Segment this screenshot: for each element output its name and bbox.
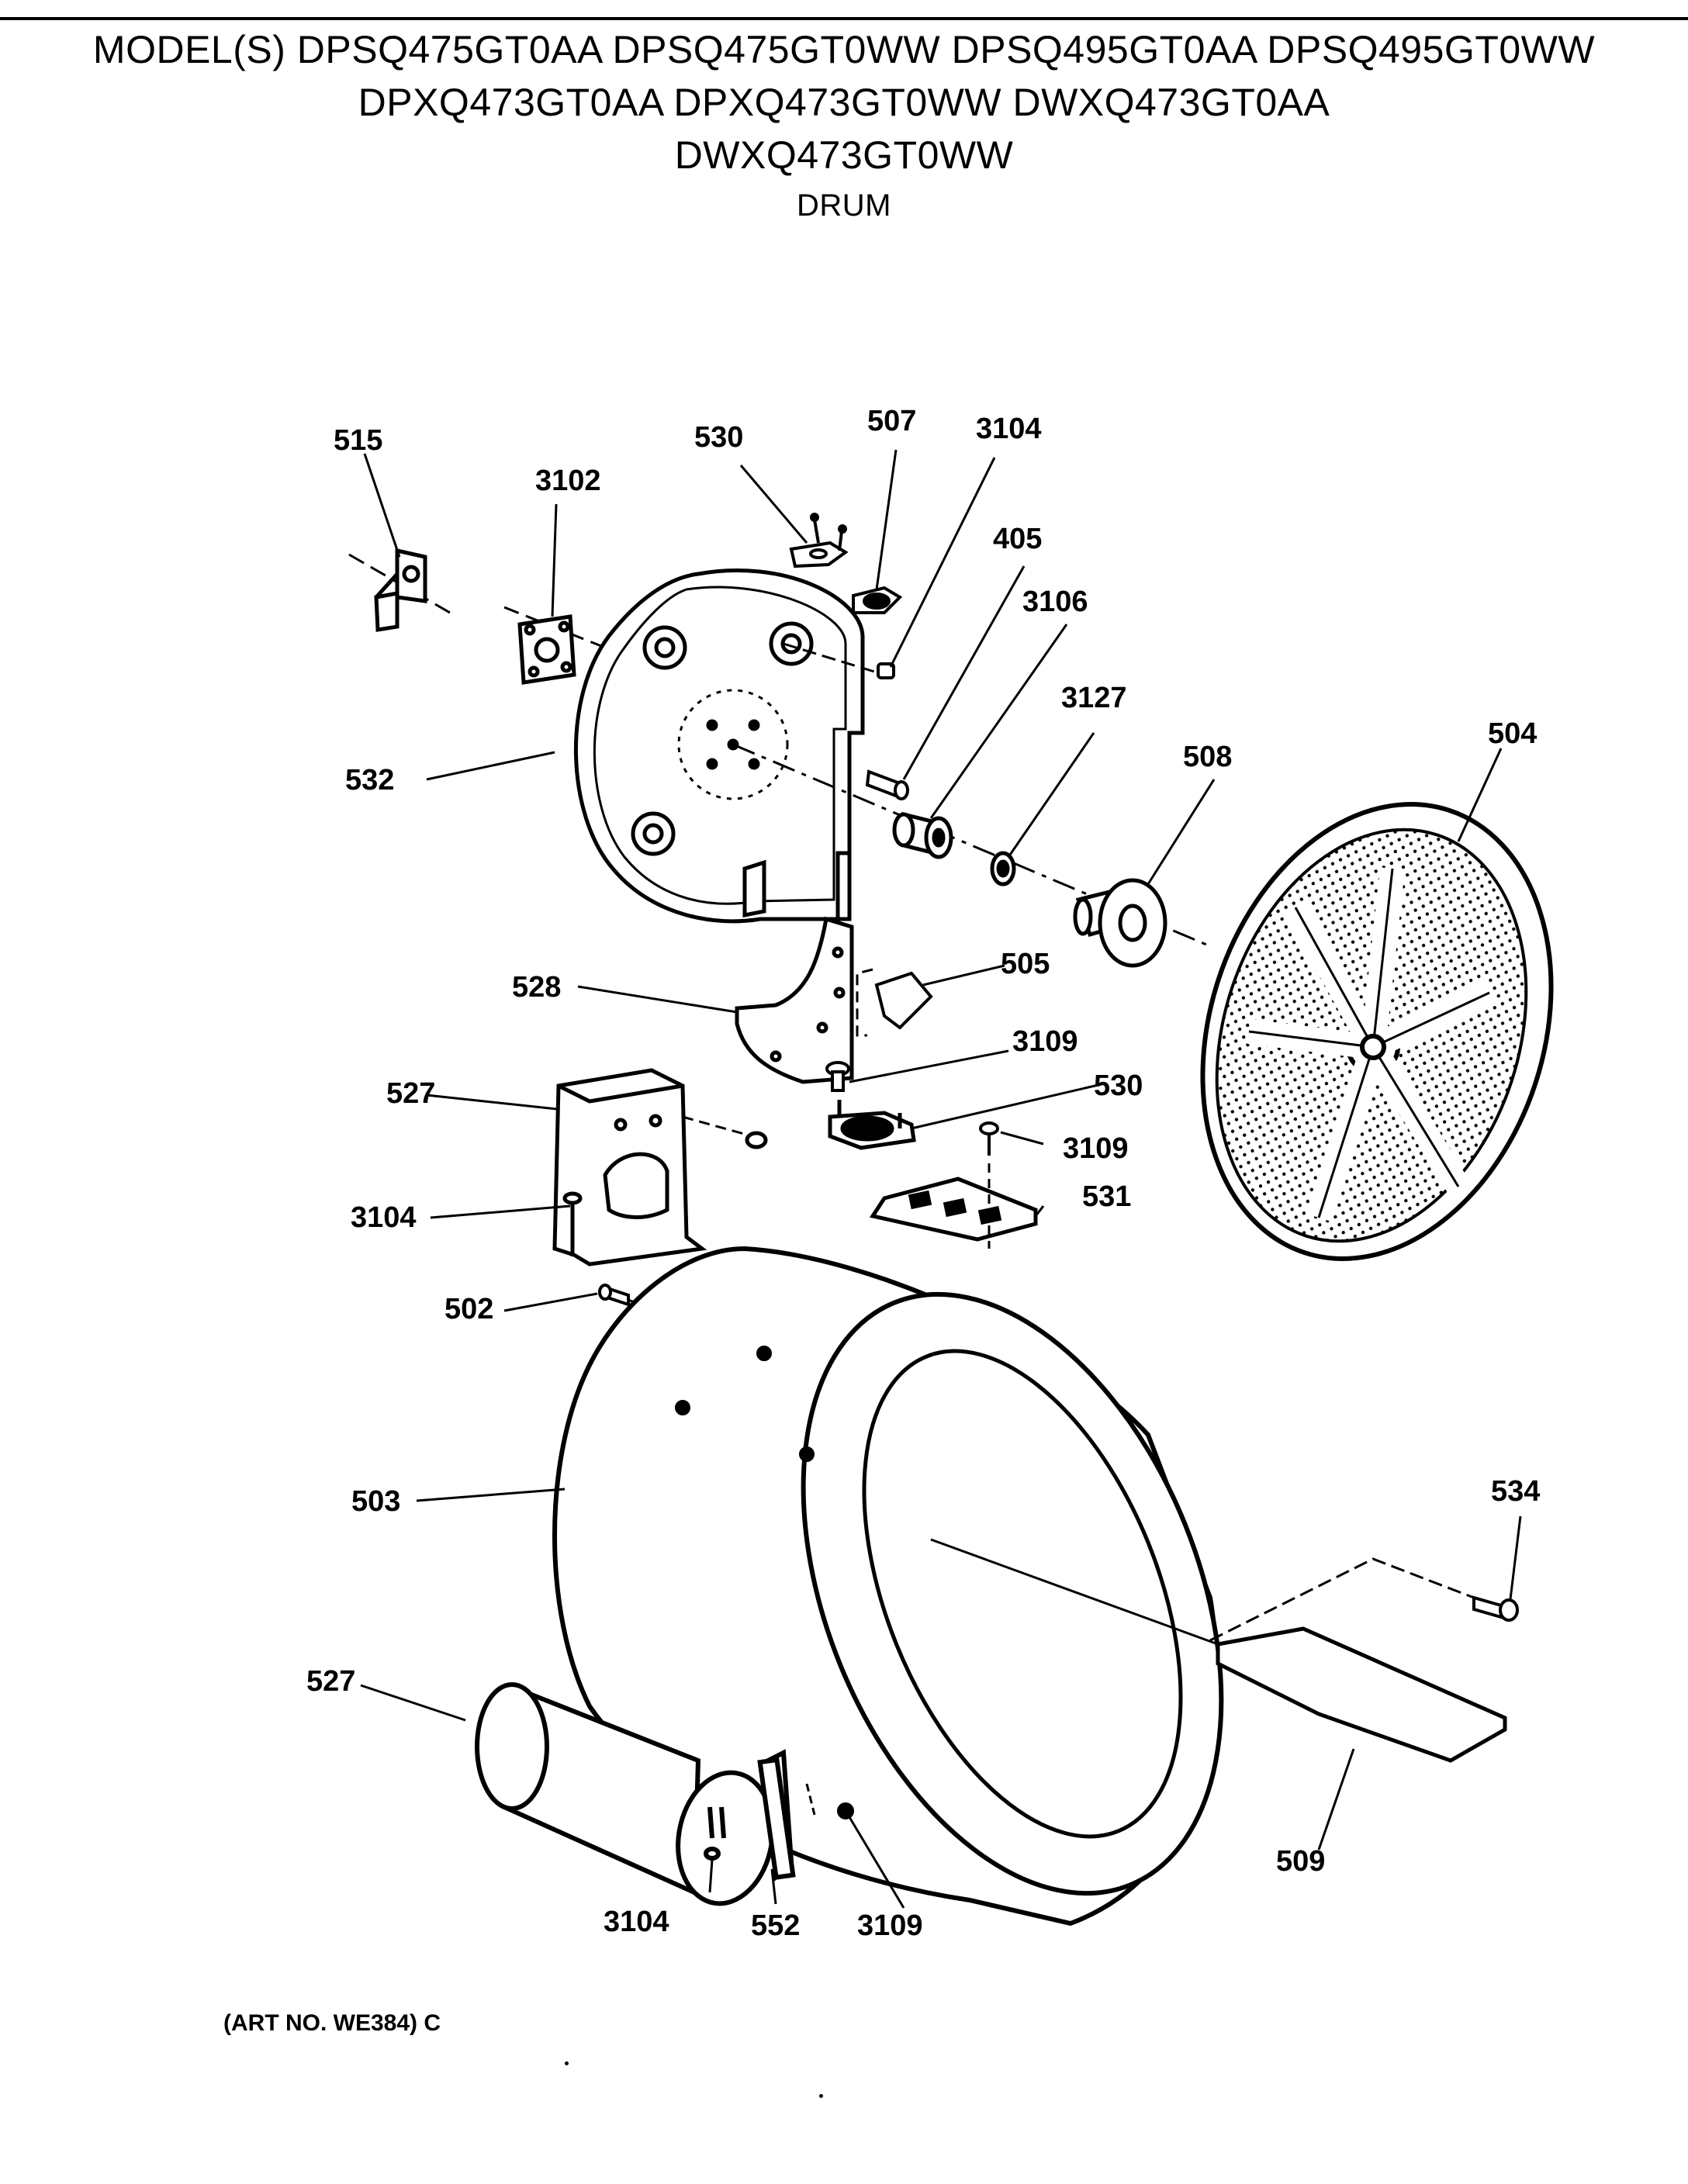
part-527-motor: [475, 1682, 854, 1906]
label-515: 515: [334, 424, 382, 457]
part-3109-screw-a: [825, 1061, 850, 1092]
label-3104-bottom: 3104: [604, 1906, 669, 1938]
label-530-mid: 530: [1094, 1070, 1143, 1102]
label-509: 509: [1276, 1845, 1325, 1878]
scan-speck: [565, 2061, 569, 2065]
label-531: 531: [1082, 1180, 1131, 1213]
part-509-slide: [1216, 1626, 1507, 1763]
part-508-shaft-hub: [1073, 878, 1167, 968]
part-505-gasket: [856, 968, 933, 1037]
label-532: 532: [345, 764, 394, 797]
part-3109-screw-b: [979, 1121, 999, 1156]
label-534: 534: [1491, 1475, 1540, 1508]
diagram-header: MODEL(S) DPSQ475GT0AA DPSQ475GT0WW DPSQ4…: [0, 23, 1688, 226]
label-508: 508: [1183, 741, 1232, 773]
model-list-line-3: DWXQ473GT0WW: [674, 133, 1014, 177]
label-3127: 3127: [1061, 682, 1127, 714]
part-507-thermostat: [852, 586, 903, 614]
top-rule: [0, 17, 1688, 20]
part-504-drum-back: [1200, 802, 1554, 1261]
label-502: 502: [444, 1293, 493, 1325]
label-3104-mid: 3104: [351, 1201, 417, 1234]
part-3127-washer: [990, 851, 1016, 886]
part-405-bolt: [865, 769, 909, 800]
part-530-switch: [828, 1100, 916, 1150]
part-labels: 515 3102 530 507 3104 405 3106 3127 508 …: [306, 405, 1540, 1942]
label-504: 504: [1488, 717, 1537, 750]
leader-lines: [360, 449, 1522, 1909]
part-3104-screw-top: [783, 642, 895, 679]
part-532-rear-bulkhead: [573, 568, 865, 924]
part-3106-bearing: [892, 811, 953, 859]
part-530-top-plate: [789, 513, 849, 568]
model-list-line-1: MODEL(S) DPSQ475GT0AA DPSQ475GT0WW DPSQ4…: [92, 28, 1596, 71]
label-552: 552: [751, 1909, 800, 1942]
label-3106: 3106: [1022, 586, 1088, 618]
label-528: 528: [512, 971, 561, 1004]
part-528-bracket: [735, 916, 854, 1084]
part-515-clip: [348, 548, 451, 632]
label-507: 507: [867, 405, 916, 437]
label-527-bottom: 527: [306, 1665, 355, 1698]
label-405: 405: [993, 523, 1042, 555]
scan-speck: [819, 2094, 823, 2098]
label-527-top: 527: [386, 1077, 435, 1110]
label-505: 505: [1001, 948, 1050, 980]
label-3109-b: 3109: [1063, 1132, 1129, 1165]
label-530-top: 530: [694, 421, 743, 454]
art-number: (ART NO. WE384) C: [223, 2010, 441, 2036]
part-527-housing: [552, 1068, 768, 1267]
part-3102-bracket: [503, 606, 606, 685]
model-list-line-2: DPXQ473GT0AA DPXQ473GT0WW DWXQ473GT0AA: [358, 81, 1330, 124]
part-534-screw: [1209, 1557, 1519, 1642]
part-531-plate: [869, 1163, 1038, 1249]
label-3104-top: 3104: [976, 413, 1042, 445]
label-3109-c: 3109: [857, 1909, 923, 1942]
section-title: DRUM: [797, 188, 891, 223]
label-503: 503: [351, 1485, 400, 1518]
label-3102: 3102: [535, 465, 601, 497]
part-503-drum: [552, 1246, 1224, 1927]
label-3109-a: 3109: [1012, 1025, 1078, 1058]
